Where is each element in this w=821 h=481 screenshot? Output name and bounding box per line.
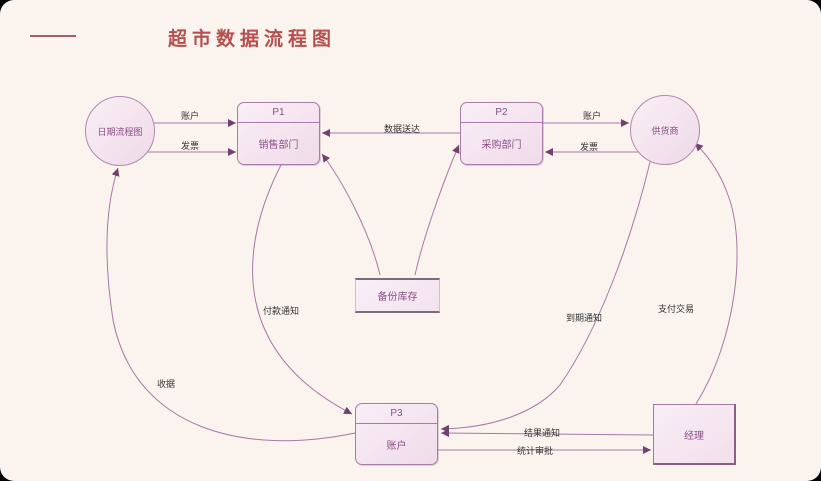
- flow-payment-notice-line: [252, 164, 353, 415]
- process-p2-id: P2: [461, 103, 542, 123]
- process-p3-id: P3: [356, 404, 437, 424]
- flow-label-data-delivery: 数据送达: [384, 124, 421, 134]
- datastore-backup-label: 备份库存: [377, 292, 418, 303]
- entity-supplier-label: 供货商: [651, 125, 679, 136]
- process-p2-box[interactable]: P2 采购部门: [460, 102, 543, 165]
- title-accent-line: [30, 35, 76, 37]
- flow-label-stats-approval: 统计审批: [517, 446, 554, 456]
- flow-receipt-line: [106, 167, 356, 442]
- flow-label-payment-transaction: 支付交易: [658, 304, 695, 314]
- flow-label-account-left: 账户: [181, 111, 200, 121]
- flow-label-receipt: 收据: [157, 379, 176, 389]
- flow-label-due-notice: 到期通知: [566, 313, 603, 323]
- entity-supplier-circle[interactable]: 供货商: [630, 95, 700, 165]
- entity-manager-box[interactable]: 经理: [653, 404, 736, 465]
- process-p3-box[interactable]: P3 账户: [355, 403, 438, 465]
- diagram-title: 超市数据流程图: [168, 29, 337, 50]
- flow-label-result-notice: 结果通知: [524, 428, 561, 438]
- datastore-backup-box[interactable]: 备份库存: [355, 278, 440, 313]
- process-p2-label: 采购部门: [481, 140, 522, 151]
- flow-label-invoice-left: 发票: [181, 141, 200, 151]
- process-p1-label: 销售部门: [258, 140, 299, 151]
- process-p1-id: P1: [238, 103, 319, 123]
- flow-due-notice-line: [440, 161, 651, 433]
- flow-store-to-p2-line: [414, 144, 460, 276]
- flow-label-account-right: 账户: [583, 111, 602, 121]
- entity-customer-label: 日期流程图: [97, 126, 143, 137]
- flow-result-notice-line: [440, 429, 654, 438]
- entity-customer-circle[interactable]: 日期流程图: [85, 96, 155, 166]
- flow-label-invoice-right: 发票: [580, 142, 599, 152]
- flow-payment-transaction-line: [694, 142, 738, 405]
- flow-label-payment-notice: 付款通知: [263, 306, 300, 316]
- entity-manager-label: 经理: [684, 430, 704, 442]
- process-p3-label: 账户: [386, 440, 407, 452]
- flow-store-to-p1-line: [321, 153, 381, 276]
- process-p1-box[interactable]: P1 销售部门: [237, 102, 320, 165]
